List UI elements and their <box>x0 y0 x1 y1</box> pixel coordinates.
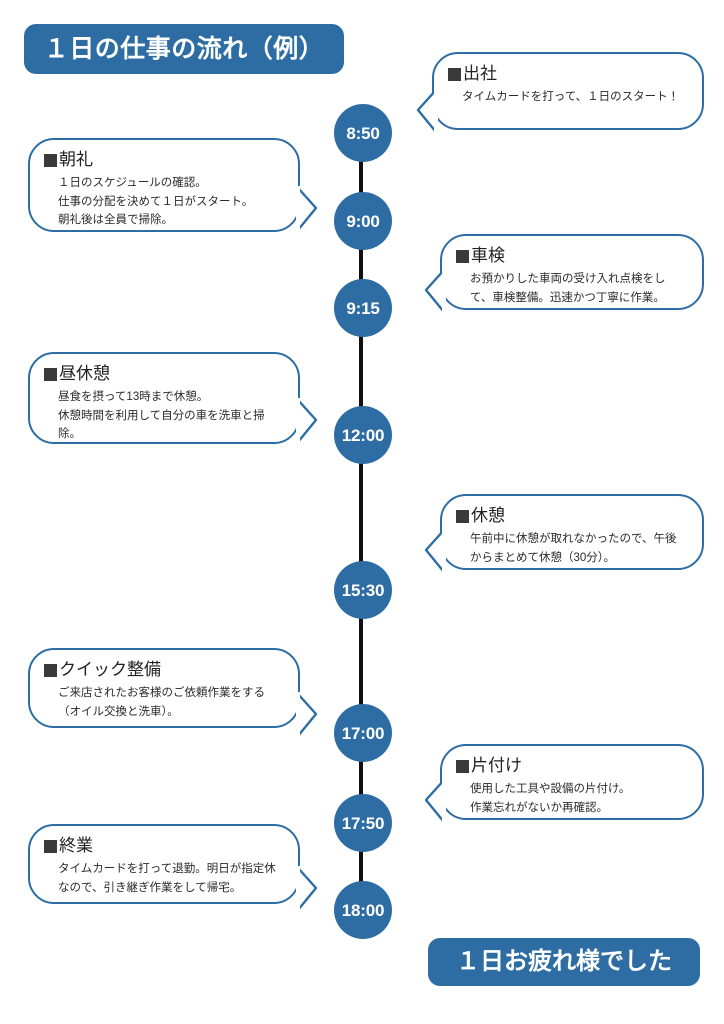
bubble-body: 使用した工具や設備の片付け。作業忘れがないか再確認。 <box>470 782 631 814</box>
timeline-spine <box>359 130 363 920</box>
bubble-title: 出社 <box>463 64 497 83</box>
bubble-title: クイック整備 <box>59 660 161 679</box>
timeline-node-label: 17:50 <box>341 813 385 833</box>
timeline-node-label: 12:00 <box>341 425 385 445</box>
timeline-node-12-00[interactable]: 12:00 <box>334 406 392 464</box>
square-bullet-icon <box>456 250 469 263</box>
square-bullet-icon <box>44 154 57 167</box>
bubble-title: 片付け <box>471 756 522 775</box>
timeline-node-label: 17:00 <box>341 723 385 743</box>
square-bullet-icon <box>456 510 469 523</box>
timeline-node-15-30[interactable]: 15:30 <box>334 561 392 619</box>
timeline-node-label: 8:50 <box>346 123 380 143</box>
timeline-node-9-15[interactable]: 9:15 <box>334 279 392 337</box>
event-bubble-shugyo[interactable]: 終業 タイムカードを打って退勤。明日が指定休なので、引き継ぎ作業をして帰宅。 <box>28 824 300 904</box>
square-bullet-icon <box>44 664 57 677</box>
square-bullet-icon <box>44 368 57 381</box>
event-bubble-kyukei[interactable]: 休憩 午前中に休憩が取れなかったので、午後からまとめて休憩（30分）。 <box>440 494 704 570</box>
bubble-title: 終業 <box>59 836 93 855</box>
bubble-heading: クイック整備 <box>44 659 282 682</box>
timeline-node-label: 9:15 <box>346 298 380 318</box>
page-title: １日の仕事の流れ（例） <box>24 24 344 74</box>
footer-banner-text: １日お疲れ様でした <box>456 948 672 975</box>
bubble-heading: 終業 <box>44 835 282 858</box>
timeline-node-8-50[interactable]: 8:50 <box>334 104 392 162</box>
timeline-node-17-00[interactable]: 17:00 <box>334 704 392 762</box>
event-bubble-shussha[interactable]: 出社 タイムカードを打って、１日のスタート！ <box>432 52 704 130</box>
bubble-heading: 車検 <box>456 245 686 268</box>
event-bubble-shaken[interactable]: 車検 お預かりした車両の受け入れ点検をして、車検整備。迅速かつ丁寧に作業。 <box>440 234 704 310</box>
bubble-body: タイムカードを打って、１日のスタート！ <box>462 90 680 103</box>
bubble-heading: 出社 <box>448 63 686 86</box>
bubble-heading: 昼休憩 <box>44 363 282 386</box>
timeline-node-9-00[interactable]: 9:00 <box>334 192 392 250</box>
event-bubble-katazuke[interactable]: 片付け 使用した工具や設備の片付け。作業忘れがないか再確認。 <box>440 744 704 820</box>
bubble-title: 朝礼 <box>59 150 93 169</box>
timeline-node-label: 15:30 <box>341 580 385 600</box>
event-bubble-hiru-kyukei[interactable]: 昼休憩 昼食を摂って13時まで休憩。休憩時間を利用して自分の車を洗車と掃除。 <box>28 352 300 444</box>
event-bubble-chorei[interactable]: 朝礼 １日のスケジュールの確認。仕事の分配を決めて１日がスタート。朝礼後は全員で… <box>28 138 300 232</box>
bubble-body: 午前中に休憩が取れなかったので、午後からまとめて休憩（30分）。 <box>470 532 677 564</box>
bubble-body: １日のスケジュールの確認。仕事の分配を決めて１日がスタート。朝礼後は全員で掃除。 <box>58 176 254 227</box>
square-bullet-icon <box>456 760 469 773</box>
page-title-text: １日の仕事の流れ（例） <box>43 34 325 63</box>
bubble-heading: 休憩 <box>456 505 686 528</box>
bubble-body: お預かりした車両の受け入れ点検をして、車検整備。迅速かつ丁寧に作業。 <box>470 272 666 304</box>
bubble-heading: 朝礼 <box>44 149 282 172</box>
bubble-title: 休憩 <box>471 506 505 525</box>
timeline-node-18-00[interactable]: 18:00 <box>334 881 392 939</box>
bubble-body: タイムカードを打って退勤。明日が指定休なので、引き継ぎ作業をして帰宅。 <box>58 862 276 894</box>
bubble-title: 車検 <box>471 246 505 265</box>
square-bullet-icon <box>448 68 461 81</box>
bubble-title: 昼休憩 <box>59 364 110 383</box>
bubble-heading: 片付け <box>456 755 686 778</box>
square-bullet-icon <box>44 840 57 853</box>
bubble-body: 昼食を摂って13時まで休憩。休憩時間を利用して自分の車を洗車と掃除。 <box>58 390 265 441</box>
footer-banner: １日お疲れ様でした <box>428 938 700 986</box>
bubble-body: ご来店されたお客様のご依頼作業をする（オイル交換と洗車）。 <box>58 686 265 718</box>
timeline-node-label: 18:00 <box>341 900 385 920</box>
event-bubble-quick-seibi[interactable]: クイック整備 ご来店されたお客様のご依頼作業をする（オイル交換と洗車）。 <box>28 648 300 728</box>
timeline-node-17-50[interactable]: 17:50 <box>334 794 392 852</box>
timeline-node-label: 9:00 <box>346 211 380 231</box>
